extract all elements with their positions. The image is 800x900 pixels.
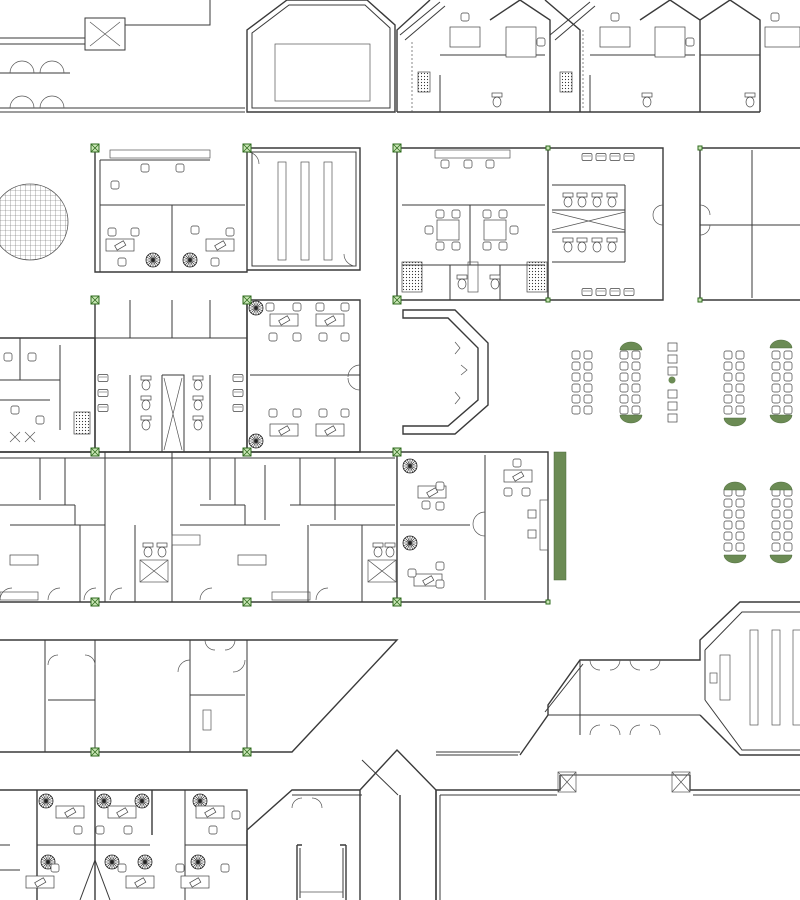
grip-handle-icon (392, 597, 402, 607)
auditorium-east (436, 601, 800, 756)
grip-handle-icon (242, 295, 252, 305)
south-east-hall (435, 771, 800, 900)
grip-handle-icon (242, 143, 252, 153)
grip-handle-icon (90, 295, 100, 305)
bottom-offices (0, 789, 248, 900)
dining-block (396, 147, 549, 301)
office-block-b-west (0, 337, 96, 453)
south-wing (0, 639, 399, 753)
grip-handle-icon (242, 747, 252, 757)
stage-hall (402, 309, 489, 435)
office-block-a (94, 148, 248, 273)
office-block-d (397, 451, 567, 603)
grip-handle-icon (392, 447, 402, 457)
grip-handle-icon (392, 143, 402, 153)
restroom-core-west (94, 300, 248, 453)
office-block-c (246, 299, 361, 453)
pool-building (246, 0, 396, 113)
grip-handle-icon (90, 143, 100, 153)
grip-handle-icon (392, 295, 402, 305)
top-left-wing (0, 0, 245, 113)
central-corridor (246, 748, 437, 900)
east-wing-rooms (699, 147, 800, 301)
grip-handle-icon (90, 597, 100, 607)
lecture-room (246, 147, 361, 271)
seating-area (571, 339, 793, 564)
grip-handle-icon (242, 597, 252, 607)
grip-handle-icon (90, 447, 100, 457)
apartment-row (0, 451, 398, 603)
grip-handle-icon (242, 447, 252, 457)
grip-handle-icon (90, 747, 100, 757)
grid-round-plaza (0, 183, 69, 261)
selection-grips[interactable] (90, 143, 703, 757)
top-houses (396, 0, 800, 113)
restroom-core-east (548, 147, 664, 301)
